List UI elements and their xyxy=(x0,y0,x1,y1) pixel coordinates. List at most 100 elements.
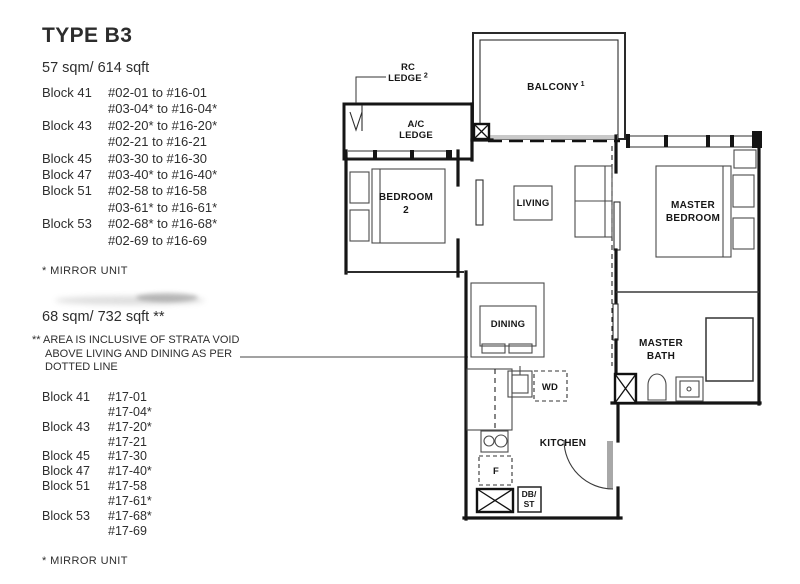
dining-label: DINING xyxy=(491,319,525,330)
master-bedroom-label: MASTER xyxy=(671,200,715,211)
unit-range-line: #02-01 to #16-01 xyxy=(108,85,208,100)
svg-text:LEDGE: LEDGE xyxy=(399,130,433,141)
block-row: Block 43 #17-20* #17-21 xyxy=(42,420,342,450)
nightstand-icon xyxy=(732,174,755,208)
block-label: Block 53 xyxy=(42,509,90,524)
master-bath-door-leaf xyxy=(612,303,619,341)
block-row: Block 41 #17-01 #17-04* xyxy=(42,390,342,420)
block-row: Block 47 #17-40* xyxy=(42,464,342,479)
strata-note-line: ** AREA IS INCLUSIVE OF STRATA VOID xyxy=(32,334,240,347)
toilet-icon xyxy=(647,373,667,401)
room-master-bath: MASTER BATH xyxy=(639,317,754,402)
washer-dryer: WD xyxy=(533,370,568,402)
svg-text:2: 2 xyxy=(403,205,409,216)
chair-icon xyxy=(481,343,506,354)
strata-note-line: DOTTED LINE xyxy=(45,361,118,374)
svg-text:BEDROOM: BEDROOM xyxy=(666,213,720,224)
strata-void-note: ** AREA IS INCLUSIVE OF STRATA VOID ABOV… xyxy=(32,334,342,375)
room-living: LIVING xyxy=(513,165,613,238)
unit-range-line: #02-58 to #16-58 xyxy=(108,183,208,199)
unit-range: #17-01 #17-04* xyxy=(108,390,342,420)
living-label: LIVING xyxy=(517,198,550,209)
block-label: Block 51 xyxy=(42,183,92,199)
balcony-sliding-door xyxy=(488,135,620,143)
unit-list-2: Block 41 #17-01 #17-04* Block 43 #17-20*… xyxy=(42,390,342,539)
block-label: Block 45 xyxy=(42,150,92,166)
svg-text:ST: ST xyxy=(524,499,536,509)
bed-icon xyxy=(655,165,732,258)
cabinet-icon xyxy=(733,149,757,169)
block-label: Block 41 xyxy=(42,85,92,100)
unit-range: #02-01 to #16-01 #03-04* to #16-04* xyxy=(108,85,342,118)
nightstand-icon xyxy=(349,209,370,242)
sofa-icon xyxy=(574,165,613,238)
column-marker xyxy=(472,122,491,141)
room-bedroom2: BEDROOM 2 xyxy=(349,168,446,244)
block-label: Block 41 xyxy=(42,389,90,404)
unit-range-line: #17-68* xyxy=(108,509,152,524)
bed-icon xyxy=(371,168,446,244)
room-dining: DINING xyxy=(470,282,545,358)
block-label: Block 45 xyxy=(42,449,90,464)
block-label: Block 53 xyxy=(42,216,92,232)
area-text-1: 57 sqm/ 614 sqft xyxy=(42,60,150,76)
unit-range-line: #02-69 to #16-69 xyxy=(108,232,208,248)
wd-label: WD xyxy=(542,382,558,393)
svg-text:RC: RC xyxy=(401,62,415,73)
kitchen-counter xyxy=(466,368,513,431)
fridge-label: F xyxy=(493,466,499,477)
fridge-icon: F xyxy=(478,455,513,486)
strata-note-line: ABOVE LIVING AND DINING AS PER xyxy=(45,347,233,360)
unit-range: #02-68* to #16-68* #02-69 to #16-69 xyxy=(108,216,342,249)
hob-icon xyxy=(480,430,509,453)
nightstand-icon xyxy=(349,171,370,204)
mirror-unit-note: * MIRROR UNIT xyxy=(42,554,128,567)
unit-range-line: #17-21 xyxy=(108,434,147,449)
unit-range-line: #03-61* to #16-61* xyxy=(108,199,218,215)
area-text-2: 68 sqm/ 732 sqft ** xyxy=(42,309,165,326)
ac-ledge: A/C LEDGE xyxy=(342,102,474,161)
kitchen-label: KITCHEN xyxy=(540,438,587,449)
mirror-unit-note: * MIRROR UNIT xyxy=(42,265,128,278)
page-title: TYPE B3 xyxy=(42,24,133,47)
block-label: Block 51 xyxy=(42,479,90,494)
block-row: Block 47 #03-40* to #16-40* xyxy=(42,167,342,183)
unit-range-line: #17-01 xyxy=(108,389,147,404)
entrance-door-leaf xyxy=(607,441,613,489)
column-marker xyxy=(613,372,638,405)
ac-ledge-label: A/C xyxy=(408,119,425,130)
unit-range-line: #17-40* xyxy=(108,464,152,479)
unit-range-line: #03-04* to #16-04* xyxy=(108,101,218,117)
coffee-table-icon xyxy=(513,185,553,221)
unit-range: #17-58 #17-61* xyxy=(108,479,342,509)
block-row: Block 51 #17-58 #17-61* xyxy=(42,479,342,509)
block-row: Block 41 #02-01 to #16-01 #03-04* to #16… xyxy=(42,85,342,118)
block-label: Block 47 xyxy=(42,167,92,183)
block-label: Block 43 xyxy=(42,117,92,133)
block-row: Block 43 #02-20* to #16-20* #02-21 to #1… xyxy=(42,118,342,151)
shower-area xyxy=(705,317,754,382)
block-label: Block 47 xyxy=(42,464,90,479)
entrance-door xyxy=(563,439,614,490)
unit-range-line: #03-30 to #16-30 xyxy=(108,150,208,166)
unit-list-1: Block 41 #02-01 to #16-01 #03-04* to #16… xyxy=(42,85,342,249)
bedroom2-door-leaf xyxy=(475,179,484,226)
unit-range-line: #17-30 xyxy=(108,449,147,464)
db-st-closet: DB/ ST xyxy=(517,486,542,513)
master-bedroom-door-leaf xyxy=(613,201,621,251)
bedroom2-label: BEDROOM xyxy=(379,192,433,203)
block-row: Block 53 #17-68* #17-69 xyxy=(42,509,342,539)
void-edge xyxy=(470,282,545,358)
unit-range: #03-30 to #16-30 xyxy=(108,151,342,167)
chair-icon xyxy=(508,343,533,354)
unit-range-line: #03-40* to #16-40* xyxy=(108,167,218,183)
master-bath-label: MASTER xyxy=(639,338,683,349)
unit-range: #02-20* to #16-20* #02-21 to #16-21 xyxy=(108,118,342,151)
svg-text:BATH: BATH xyxy=(647,351,675,362)
block-row: Block 45 #03-30 to #16-30 xyxy=(42,151,342,167)
